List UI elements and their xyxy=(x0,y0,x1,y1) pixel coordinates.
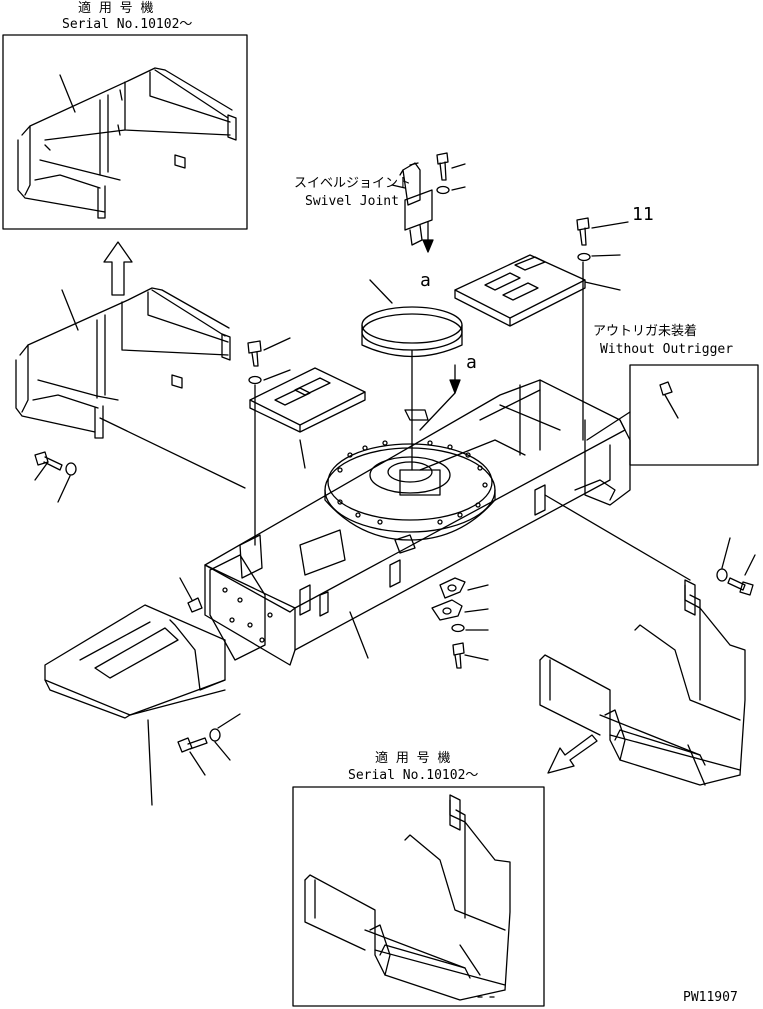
drawing-code-label: PW11907 xyxy=(683,990,738,1005)
right-guard xyxy=(539,579,746,786)
swivel-washer xyxy=(436,185,450,195)
outrigger-leader xyxy=(586,411,631,441)
outrigger-jp-label: アウトリガ未装着 xyxy=(593,324,698,339)
left-guard-leader xyxy=(61,289,79,331)
lower-a-arrow xyxy=(449,364,461,394)
item-number-label: 11 xyxy=(632,204,654,225)
bottom-applicable-label: 適 用 号 機 xyxy=(375,751,451,766)
left-plate-bolt xyxy=(247,340,262,367)
outrigger-part xyxy=(659,381,673,396)
left-cover-plate xyxy=(249,367,366,433)
swing-circle xyxy=(324,440,496,554)
top-inset-frame xyxy=(2,34,248,230)
swivel-bolt xyxy=(436,152,449,181)
outrigger-en-label: Without Outrigger xyxy=(600,342,734,357)
left-plate-washer xyxy=(248,375,262,385)
top-serial-label: Serial No.10102～ xyxy=(62,17,193,32)
right-guard-to-frame-line xyxy=(544,494,691,581)
bottom-inset-guard xyxy=(304,794,511,1001)
right-washer xyxy=(577,252,591,262)
ref-a-lower-label: a xyxy=(466,352,477,373)
top-inset-guard xyxy=(17,67,237,219)
left-guard xyxy=(15,287,231,439)
bottom-inset-leader xyxy=(459,944,481,976)
right-cover-plate xyxy=(454,254,586,327)
right-guard-leader xyxy=(687,744,706,786)
left-bolt xyxy=(34,451,63,471)
swivel-ring xyxy=(361,306,463,358)
top-inset-leader xyxy=(59,74,76,113)
swivel-joint xyxy=(399,162,433,246)
right-guard-washer xyxy=(716,568,728,582)
center-frame-leader xyxy=(349,611,369,659)
outrigger-frame xyxy=(629,364,759,466)
lower-center-parts xyxy=(431,577,466,669)
front-block xyxy=(44,604,226,719)
top-applicable-label: 適 用 号 機 xyxy=(78,1,154,16)
right-guard-bolt xyxy=(727,577,754,596)
front-block-leader xyxy=(147,719,153,806)
right-bolt xyxy=(576,217,590,246)
front-washer xyxy=(209,728,221,742)
ref-a-upper-label: a xyxy=(420,270,431,291)
left-washer xyxy=(65,462,77,476)
swivel-jp-label: スイベルジョイント xyxy=(294,176,412,191)
down-left-arrow xyxy=(547,734,598,774)
center-frame xyxy=(204,379,631,666)
bottom-inset-frame xyxy=(292,786,545,1007)
small-bolt xyxy=(187,597,203,613)
up-arrow xyxy=(103,241,133,296)
front-bolt xyxy=(177,737,208,753)
swivel-en-label: Swivel Joint xyxy=(305,194,399,209)
left-guard-to-frame-line xyxy=(99,417,246,489)
bottom-serial-label: Serial No.10102～ xyxy=(348,768,479,783)
swivel-arrow xyxy=(422,221,434,253)
ring-leader xyxy=(369,279,393,304)
